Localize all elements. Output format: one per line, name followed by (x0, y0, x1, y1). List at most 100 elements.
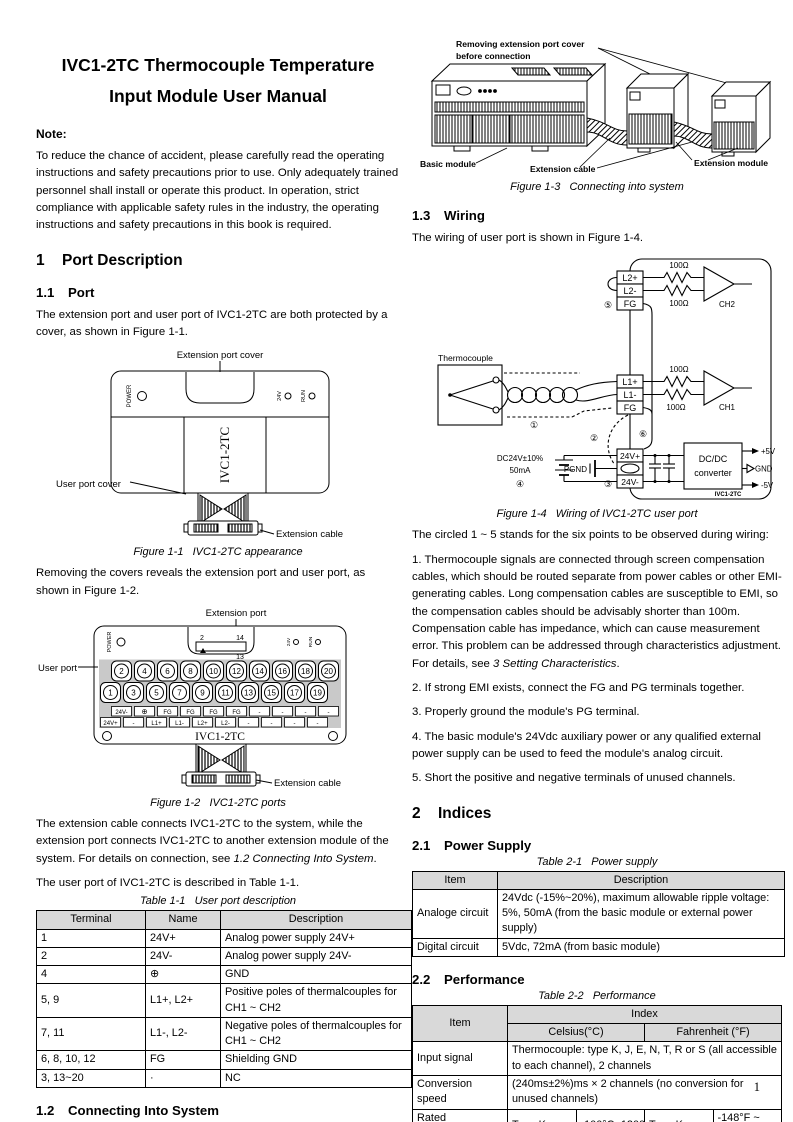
terminal-number: 15 (267, 688, 276, 697)
cell-description: 5Vdc, 72mA (from basic module) (497, 937, 785, 957)
terminal-name: L2+ (197, 721, 208, 727)
terminal-name: FG (186, 710, 195, 716)
cell-type: Type K (644, 1108, 714, 1122)
cell-description: Analog power supply 24V- (220, 946, 412, 967)
figure-1-4-caption: Figure 1-4 Wiring of IVC1-2TC user port (496, 508, 698, 521)
document-title: IVC1-2TC Thermocouple Temperature Input … (36, 50, 400, 112)
right-column: Removing extension port cover before con… (412, 0, 785, 1122)
title-line-1: IVC1-2TC Thermocouple Temperature (61, 55, 375, 75)
paragraph: Removing the covers reveals the extensio… (36, 567, 366, 597)
output-plus5v-label: +5V (761, 447, 776, 456)
extension-cable-label: Extension cable (276, 529, 343, 540)
section-title: Connecting Into System (68, 1102, 219, 1118)
table-2-2: Item Index Celsius(°C) Fahrenheit (°F) I… (412, 1004, 782, 1122)
circled-6: ⑥ (639, 429, 647, 439)
terminal-l2-plus: L2+ (622, 273, 637, 283)
terminal-number: 5 (154, 688, 159, 697)
section-number: 1.3 (412, 208, 431, 223)
removing-cover-note-line2: before connection (456, 51, 531, 61)
figure-1-3: Removing extension port cover before con… (412, 36, 782, 178)
user-port-label: User port (38, 663, 77, 674)
column-header: Description (220, 910, 412, 930)
cell-terminal: 7, 11 (36, 1016, 146, 1052)
cell-terminal: 6, 8, 10, 12 (36, 1050, 146, 1070)
terminal-name: - (305, 710, 307, 716)
cell-terminal: 1 (36, 928, 146, 948)
cell-item: Conversion speed (412, 1074, 508, 1110)
terminal-number: 6 (165, 667, 170, 676)
figure-1-2-caption: Figure 1-2 IVC1-2TC ports (150, 796, 286, 809)
table-header-row: Item Description (412, 870, 785, 890)
cell-description: Positive poles of thermalcouples for CH1… (220, 983, 412, 1018)
paragraph: The extension cable connects IVC1-2TC to… (36, 816, 400, 868)
extension-port-label: Extension port (206, 608, 267, 619)
section-number: 1 (36, 251, 45, 269)
figure-1-3-drawing: Removing extension port cover before con… (420, 39, 772, 174)
cell-name ground-symbol: ⊕ (145, 965, 221, 985)
figure-1-1-drawing: Extension port cover POWER 24V RUN IVC1-… (56, 350, 343, 540)
dcdc-converter-label-1: DC/DC (699, 454, 728, 464)
paragraph: The user port of IVC1-2TC is described i… (36, 876, 300, 889)
extension-port-cover-label: Extension port cover (177, 350, 264, 361)
cell-item: Analoge circuit (412, 888, 498, 939)
wiring-note-3: 3. Properly ground the module's PG termi… (412, 706, 640, 719)
circled-2: ② (590, 433, 598, 443)
terminal-name: - (282, 710, 284, 716)
terminal-number: 10 (209, 667, 218, 676)
pin-2-label: 2 (200, 635, 204, 642)
terminal-24v-plus: 24V+ (620, 451, 640, 461)
terminal-24v-minus: 24V- (621, 477, 639, 487)
terminal-name: - (133, 721, 135, 727)
cell-item: Digital circuit (412, 937, 498, 957)
user-port-cover-label: User port cover (56, 479, 121, 490)
24v-led-label: 24V (286, 637, 292, 646)
section-title: Indices (438, 804, 492, 822)
section-number: 2.1 (412, 837, 431, 853)
terminal-fg: FG (624, 299, 637, 309)
table-1-1-caption: Table 1-1 User port description (139, 895, 297, 908)
terminal-number: 2 (119, 667, 124, 676)
run-led-label: RUN (301, 390, 307, 402)
terminal-name: 24V+ (103, 721, 118, 727)
circled-4: ④ (516, 479, 524, 489)
extension-cable-label: Extension cable (530, 164, 596, 174)
terminal-name: FG (163, 710, 172, 716)
output-minus5v-label: -5V (761, 481, 774, 490)
terminal-number: 9 (200, 688, 205, 697)
section-title: Performance (444, 971, 525, 987)
resistor-value: 100Ω (669, 365, 688, 374)
terminal-l1-minus: L1- (623, 390, 636, 400)
50ma-label: 50mA (510, 466, 532, 475)
column-header: Celsius(°C) (507, 1023, 645, 1043)
cell-value: Thermocouple: type K, J, E, N, T, R or S… (507, 1041, 782, 1076)
cell-value: (240ms±2%)ms × 2 channels (no conversion… (507, 1074, 782, 1110)
section-title: Port Description (62, 251, 183, 269)
column-header: Name (145, 910, 221, 930)
cell-terminal: 2 (36, 946, 146, 967)
circled-1: ① (530, 420, 538, 430)
figure-1-1-caption: Figure 1-1 IVC1-2TC appearance (133, 546, 303, 559)
power-led-label: POWER (127, 384, 133, 407)
note-body: To reduce the chance of accident, please… (36, 150, 399, 232)
terminal-number: 17 (290, 688, 299, 697)
terminal-number: 3 (131, 688, 136, 697)
figure-1-4-wiring-diagram: L2+ L2- FG ⑤ 100Ω 100Ω CH2 ⑥ (437, 258, 776, 500)
cell-description: GND (220, 965, 412, 985)
cell-terminal: 5, 9 (36, 983, 146, 1018)
module-model-label: IVC1-2TC (715, 492, 742, 498)
terminal-name: 24V- (115, 710, 127, 716)
terminal-name: - (248, 721, 250, 727)
pgnd-label: PGND (564, 465, 587, 474)
wiring-notes-intro: The circled 1 ~ 5 stands for the six poi… (412, 529, 769, 542)
removing-cover-note-line1: Removing extension port cover (456, 39, 585, 49)
terminal-number: 18 (301, 667, 310, 676)
dcdc-converter-label-2: converter (694, 468, 732, 478)
